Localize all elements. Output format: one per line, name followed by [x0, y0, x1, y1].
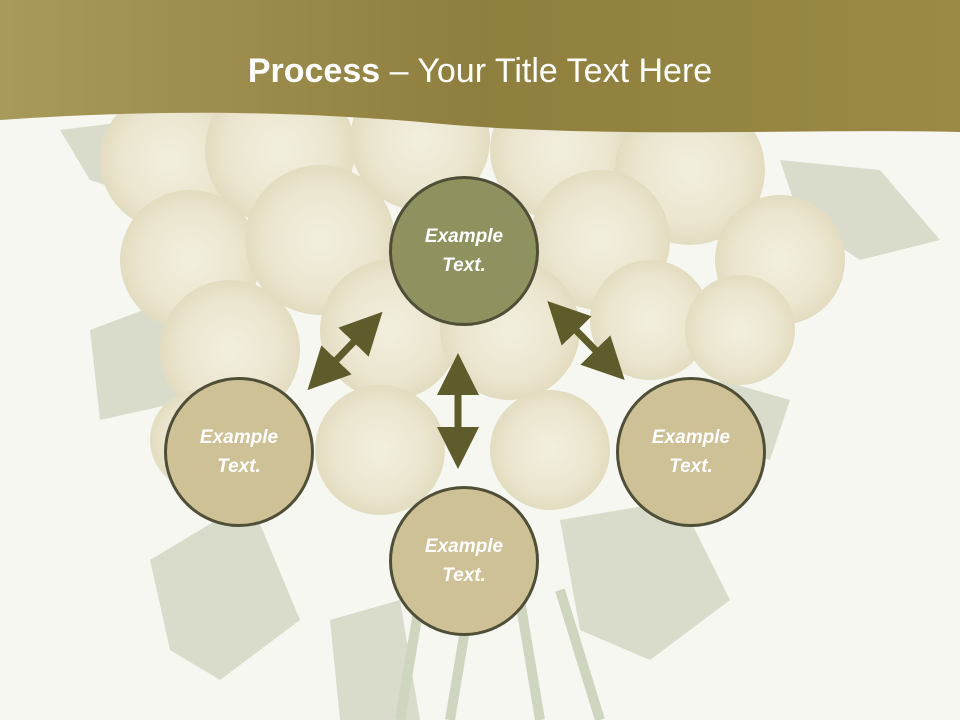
title-dash: –: [380, 52, 418, 90]
node-left-line1: Example: [199, 427, 279, 448]
arrow-top-left: [307, 311, 383, 391]
slide-title: Process – Your Title Text Here: [0, 52, 960, 91]
node-left-line2: Text.: [217, 456, 261, 477]
node-left-label: Example Text.: [179, 423, 299, 481]
node-bottom[interactable]: Example Text.: [389, 486, 539, 636]
arrow-top-right: [547, 300, 625, 381]
node-top-line1: Example: [424, 226, 504, 247]
node-top-line2: Text.: [442, 255, 486, 276]
node-right[interactable]: Example Text.: [616, 377, 766, 527]
header-band: [0, 0, 960, 133]
title-rest: Your Title Text Here: [417, 52, 713, 90]
leaves: [60, 120, 940, 720]
node-right-line2: Text.: [669, 456, 713, 477]
node-top-label: Example Text.: [404, 222, 524, 280]
title-bold: Process: [247, 52, 381, 90]
node-left[interactable]: Example Text.: [164, 377, 314, 527]
node-bottom-line1: Example: [424, 536, 504, 557]
node-top[interactable]: Example Text.: [389, 176, 539, 326]
node-bottom-line2: Text.: [442, 565, 486, 586]
node-bottom-label: Example Text.: [404, 532, 524, 590]
node-right-line1: Example: [651, 427, 731, 448]
node-right-label: Example Text.: [631, 423, 751, 481]
